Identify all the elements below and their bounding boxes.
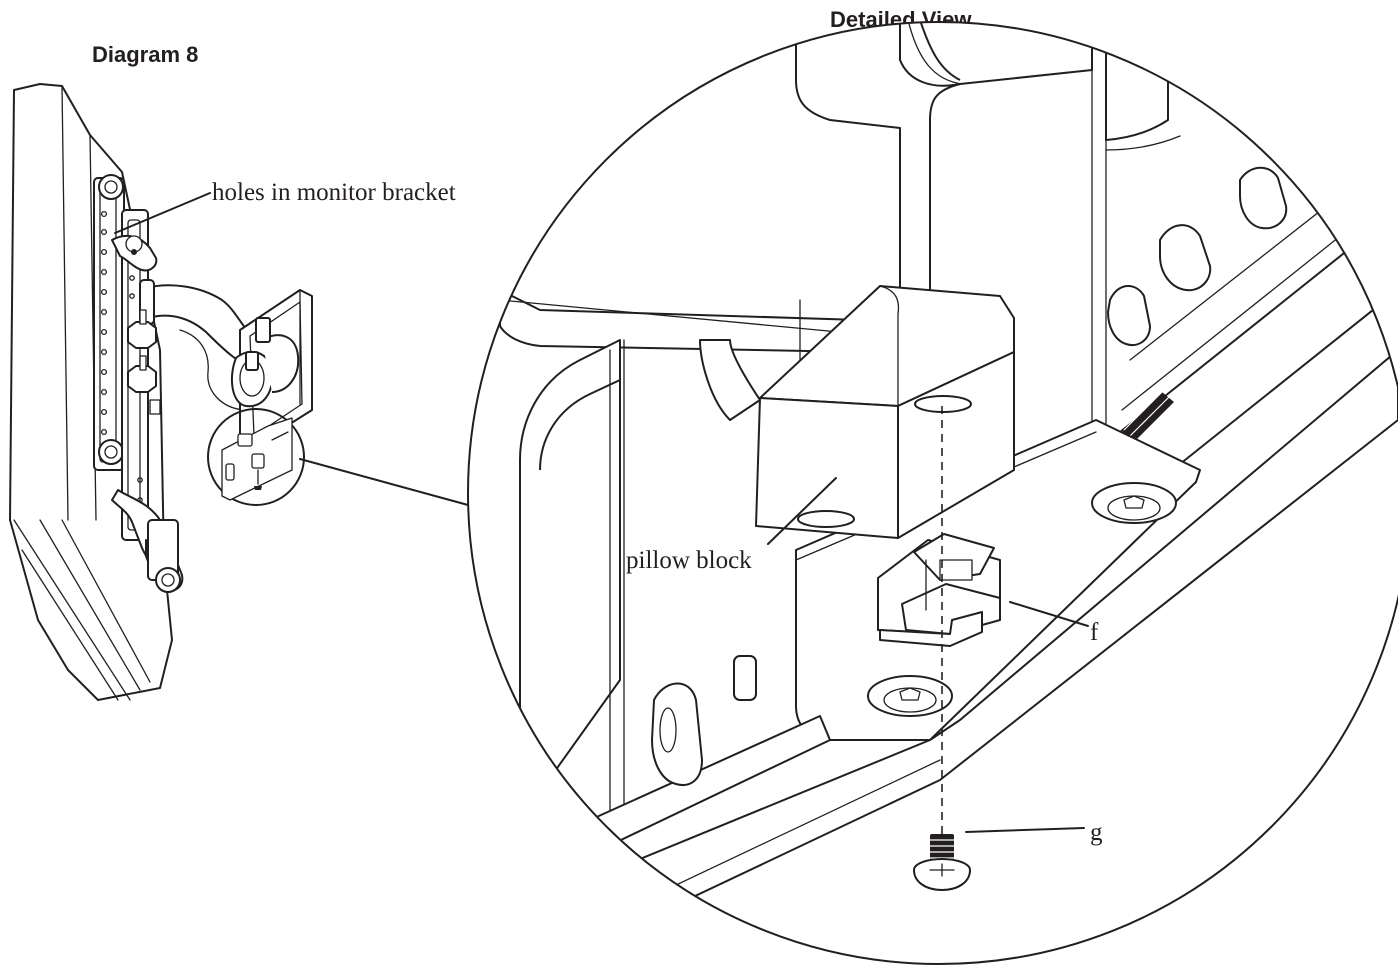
diagram-title: Diagram 8 [92, 42, 198, 67]
holes-leader-line [114, 192, 211, 234]
overview-mount-illustration [9, 83, 313, 701]
detail-left-bracket [519, 339, 761, 821]
pillow-block [755, 285, 1015, 539]
detail-connector-line [299, 458, 469, 506]
pillow-block-leader-line [767, 477, 837, 545]
wall-plate [230, 289, 313, 449]
label-holes-in-monitor-bracket: holes in monitor bracket [212, 179, 456, 206]
bracket-holes [100, 210, 108, 436]
monitor-bracket [93, 174, 125, 471]
f-leader-line [1009, 601, 1089, 627]
magnify-ring [207, 408, 305, 506]
base-plate-countersinks [867, 482, 1177, 717]
threaded-stud [1122, 389, 1177, 443]
label-g: g [1090, 819, 1103, 846]
screw-g [913, 834, 971, 891]
detail-view-circle-outline [467, 21, 1398, 965]
clip-f [877, 533, 1001, 647]
tilt-knobs [127, 309, 161, 415]
label-pillow-block: pillow block [626, 547, 752, 574]
label-f: f [1090, 619, 1099, 646]
mount-column [111, 209, 184, 593]
g-leader-line [965, 827, 1085, 833]
detail-view [467, 21, 1398, 965]
